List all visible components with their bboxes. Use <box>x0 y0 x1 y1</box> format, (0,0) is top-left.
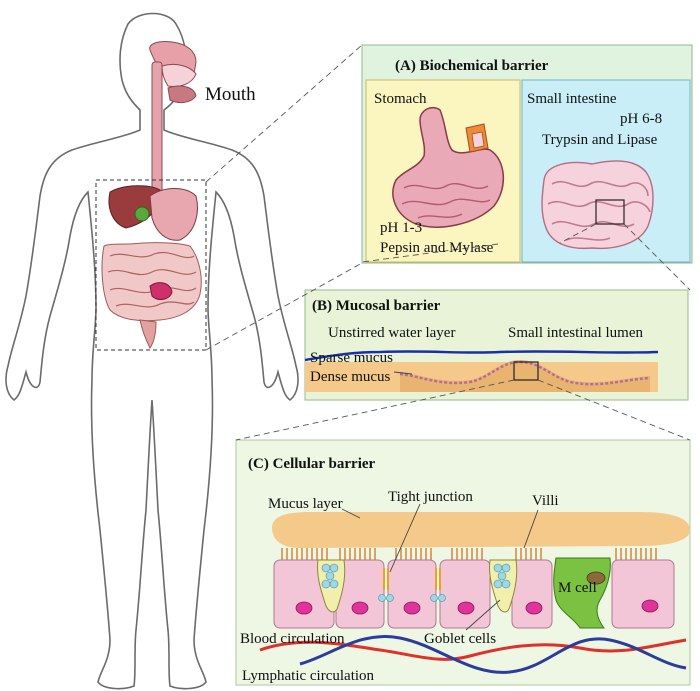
stomach-label: Stomach <box>374 91 427 107</box>
intestine-ph-label: pH 6-8 <box>620 111 662 127</box>
cell-nuclei <box>295 599 659 615</box>
lymphatic-circulation-line <box>299 635 687 674</box>
m-cell-label: M cell <box>558 580 597 596</box>
sparse-mucus-label: Sparse mucus <box>310 350 393 366</box>
blood-circulation-line <box>259 638 687 661</box>
connector-lines <box>205 44 691 441</box>
stomach-enzymes-label: Pepsin and Mylase <box>380 240 494 256</box>
goblet-cells-shapes <box>317 559 518 613</box>
blood-circulation-label: Blood circulation <box>240 631 345 647</box>
panel-c-title: (C) Cellular barrier <box>248 456 376 472</box>
mouth-esophagus <box>149 41 197 193</box>
stomach-ph-label: pH 1-3 <box>380 220 422 236</box>
goblet-cells-label: Goblet cells <box>424 631 496 647</box>
panel-b <box>304 289 689 401</box>
digestive-organs <box>101 185 202 349</box>
lymphatic-circulation-label: Lymphatic circulation <box>242 668 375 684</box>
microvilli <box>281 548 657 560</box>
m-cell-shape <box>553 557 611 629</box>
stomach-illustration <box>392 106 505 228</box>
human-body-silhouette <box>5 12 299 690</box>
mouth-label: Mouth <box>205 84 256 105</box>
villi-label: Villi <box>532 493 559 509</box>
mucus-layer-label: Mucus layer <box>268 496 343 512</box>
tight-junction-label: Tight junction <box>388 489 473 505</box>
small-intestine-label: Small intestine <box>527 91 617 107</box>
small-intestine-illustration <box>541 160 654 250</box>
tight-junction-shapes <box>378 568 446 602</box>
mucus-layer-shape <box>272 512 690 548</box>
lumen-label: Small intestinal lumen <box>508 325 643 341</box>
panel-b-title: (B) Mucosal barrier <box>312 298 441 314</box>
label-pointers <box>341 371 539 631</box>
panel-a-title: (A) Biochemical barrier <box>395 58 549 74</box>
unstirred-water-label: Unstirred water layer <box>328 325 455 341</box>
dense-mucus-label: Dense mucus <box>310 369 391 385</box>
epithelial-cells <box>273 559 675 629</box>
intestine-enzymes-label: Trypsin and Lipase <box>542 132 658 148</box>
